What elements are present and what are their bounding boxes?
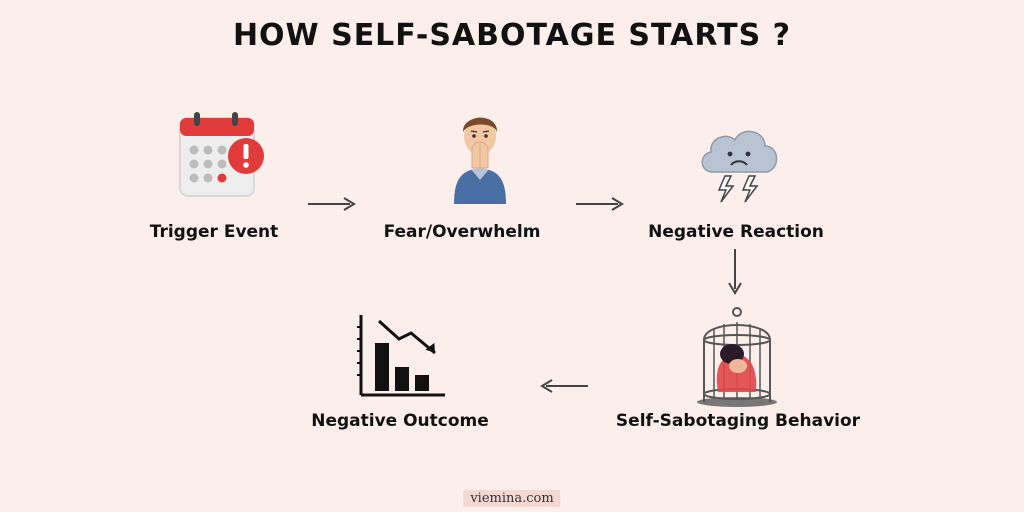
step-label-fear-overwhelm: Fear/Overwhelm (383, 222, 541, 242)
arrow-down (728, 249, 742, 295)
step-label-trigger-event: Trigger Event (149, 222, 279, 242)
declining-chart-icon (357, 315, 445, 397)
step-label-self-sabotaging-behavior: Self-Sabotaging Behavior (615, 411, 861, 431)
calendar-alert-icon (179, 112, 264, 197)
arrow-right-2 (576, 197, 624, 211)
arrow-right-1 (308, 197, 356, 211)
page-title: HOW SELF-SABOTAGE STARTS ? (232, 18, 792, 53)
worried-person-icon (454, 117, 506, 204)
step-label-negative-reaction: Negative Reaction (648, 222, 824, 242)
step-label-negative-outcome: Negative Outcome (311, 411, 489, 431)
storm-cloud-icon (701, 130, 778, 203)
caged-person-icon (697, 307, 777, 407)
arrow-left (540, 379, 588, 393)
footer-watermark: viemina.com (463, 490, 561, 507)
